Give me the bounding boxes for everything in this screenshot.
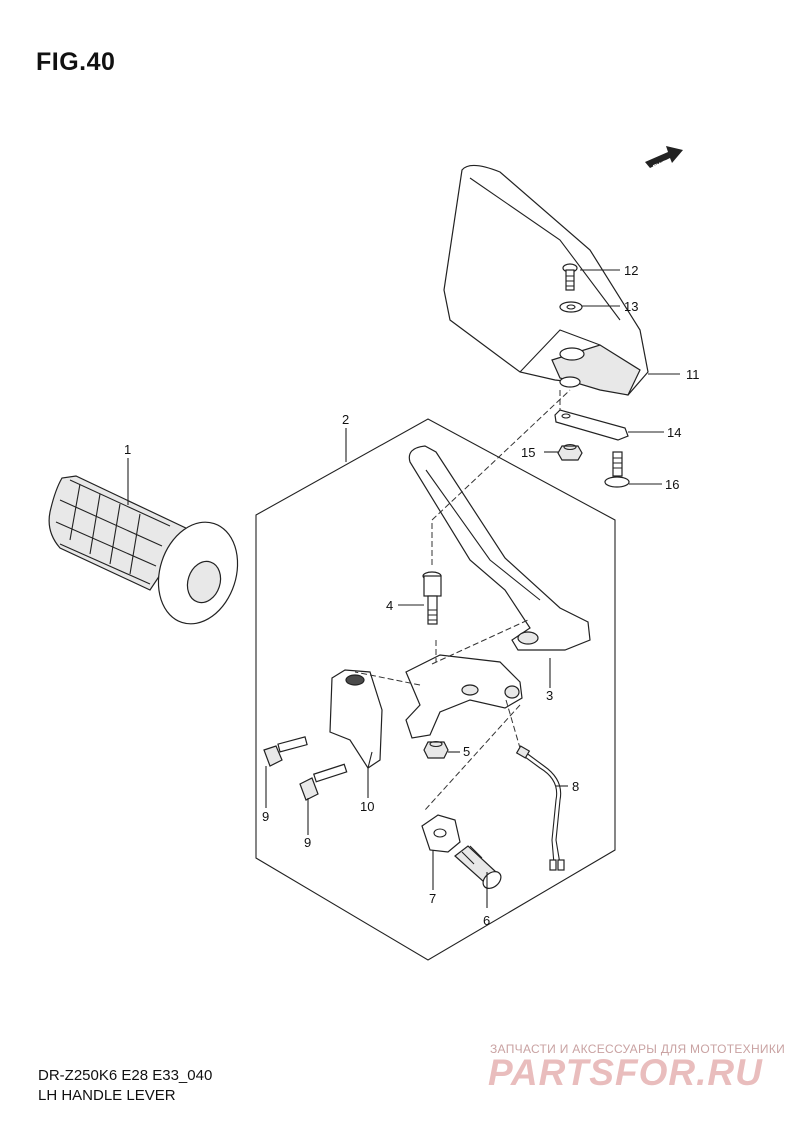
callout-9-lower: 9 — [304, 835, 311, 850]
guard-mount-washer — [559, 376, 581, 388]
lever-perch-clamp — [329, 669, 383, 769]
callout-9-upper: 9 — [262, 809, 269, 824]
guard-bolt — [604, 451, 630, 488]
callout-6: 6 — [483, 913, 490, 928]
callout-4: 4 — [386, 598, 393, 613]
cable-adjuster-collar — [421, 814, 461, 853]
watermark-tagline: ЗАПЧАСТИ И АКСЕССУАРЫ ДЛЯ МОТОТЕХНИКИ — [490, 1042, 786, 1056]
callout-13: 13 — [624, 299, 638, 314]
lever-assembly-outline — [255, 418, 616, 961]
guard-screw — [562, 263, 578, 291]
fwd-arrow-icon: FWD — [645, 146, 683, 172]
callout-10: 10 — [360, 799, 374, 814]
callout-14: 14 — [667, 425, 681, 440]
clamp-bolt-upper — [263, 736, 308, 767]
callout-2: 2 — [342, 412, 349, 427]
callout-15: 15 — [521, 445, 535, 460]
callout-1: 1 — [124, 442, 131, 457]
guard-nut — [557, 443, 583, 461]
lever-nut — [423, 740, 449, 759]
callout-11: 11 — [686, 367, 700, 382]
guard-washer — [559, 301, 583, 313]
handle-grip — [48, 475, 239, 625]
callout-leader-lines — [127, 269, 680, 908]
callout-5: 5 — [463, 744, 470, 759]
assembly-guide-lines — [354, 389, 571, 811]
callout-3: 3 — [546, 688, 553, 703]
cable-adjuster-bolt — [454, 845, 502, 889]
figure-caption: LH HANDLE LEVER — [38, 1087, 176, 1104]
callout-8: 8 — [572, 779, 579, 794]
callout-16: 16 — [665, 477, 679, 492]
lever-bracket — [405, 654, 523, 739]
watermark-brand: PARTSFOR.RU — [488, 1052, 763, 1093]
model-code: DR-Z250K6 E28 E33_040 — [38, 1067, 213, 1084]
callout-7: 7 — [429, 891, 436, 906]
callout-12: 12 — [624, 263, 638, 278]
figure-title: FIG.40 — [36, 48, 116, 76]
lever-pivot-bolt — [422, 571, 442, 625]
clamp-bolt-lower — [299, 763, 348, 801]
clutch-lever — [408, 445, 591, 651]
clutch-switch-wire — [515, 745, 565, 871]
hand-guard — [443, 164, 649, 396]
